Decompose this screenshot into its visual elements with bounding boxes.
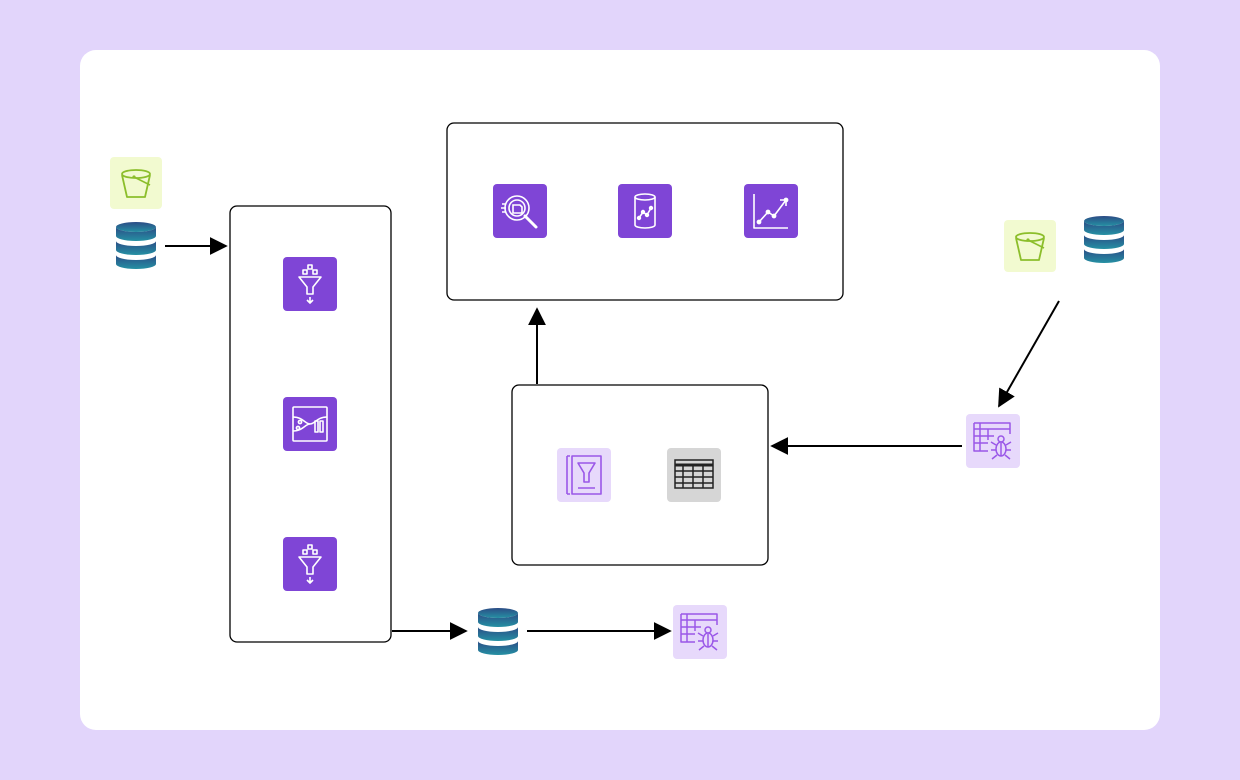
dashboard-icon (743, 183, 799, 239)
crawler-icon (965, 413, 1021, 469)
glue-filter-icon (282, 256, 338, 312)
analytics-group-box (446, 122, 844, 301)
glue-filter-icon (282, 536, 338, 592)
dataflow-icon (282, 396, 338, 452)
chart-database-icon (617, 183, 673, 239)
bucket-icon (1003, 219, 1057, 273)
filter-document-icon (556, 447, 612, 503)
crawler-icon (672, 604, 728, 660)
edge-right-source-to-crawler (998, 300, 1060, 408)
bucket-icon (109, 156, 163, 210)
search-analytics-icon (491, 182, 549, 240)
table-icon (665, 446, 723, 504)
diagram-canvas (80, 50, 1160, 730)
etl-group-box (229, 205, 392, 643)
catalog-group-box (511, 384, 769, 566)
